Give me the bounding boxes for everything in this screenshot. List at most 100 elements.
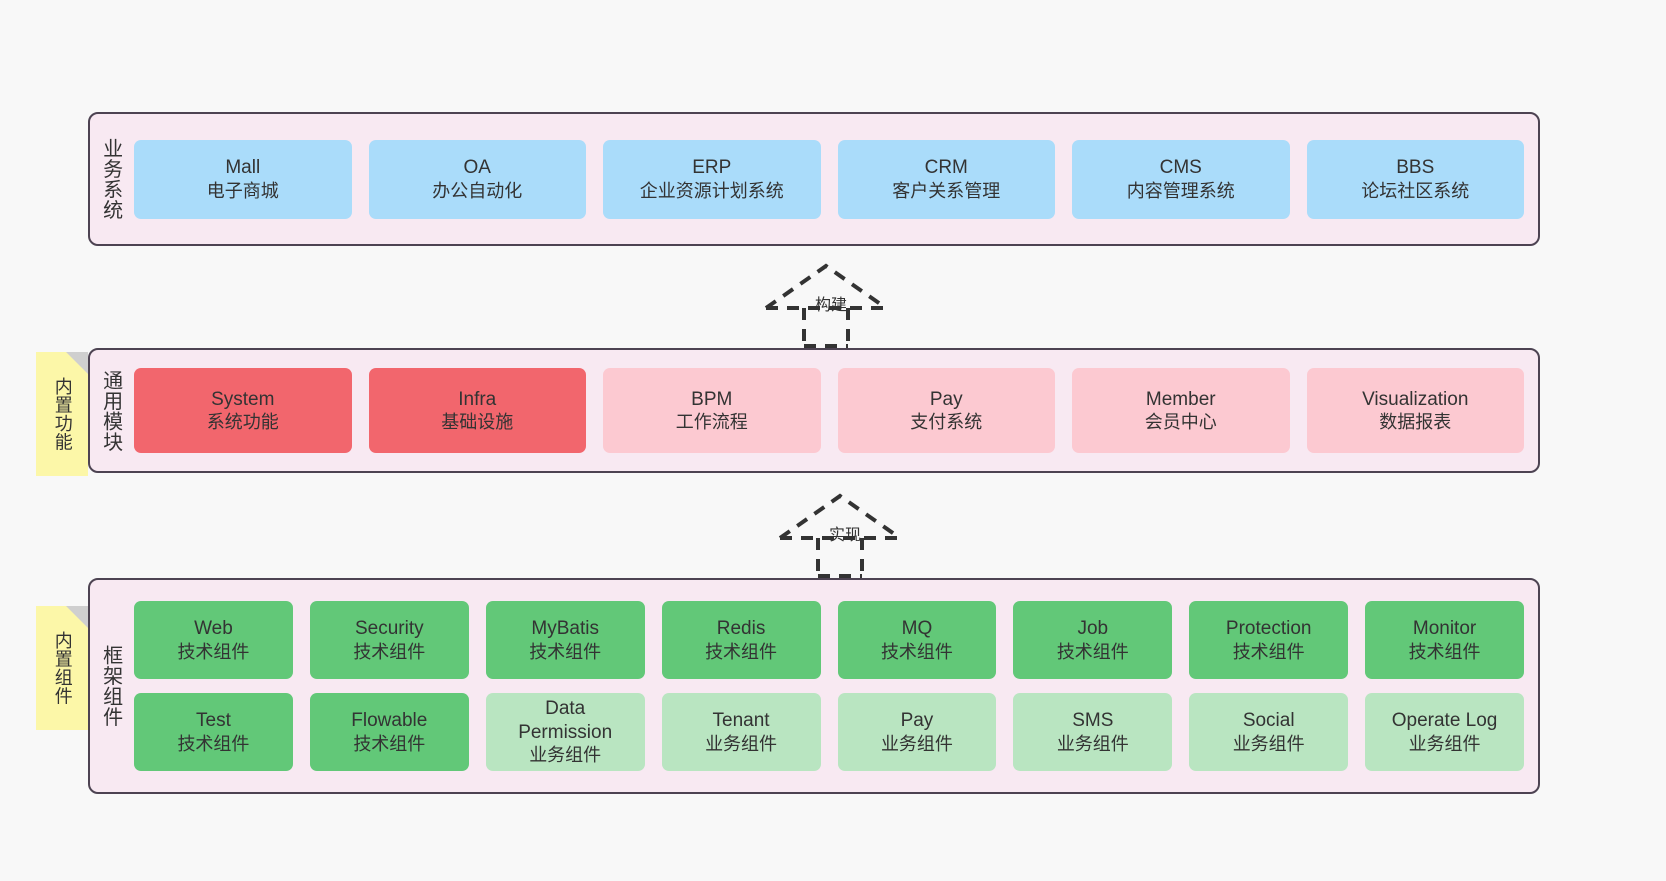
card-redis[interactable]: Redis 技术组件 [661, 601, 821, 679]
card-subtitle: 客户关系管理 [892, 180, 1001, 201]
layer-title-common-module: 通用模块 [99, 369, 122, 452]
card-title: Security [354, 618, 424, 640]
card-visualization[interactable]: Visualization 数据报表 [1306, 368, 1524, 453]
card-system[interactable]: System 系统功能 [134, 368, 352, 453]
card-title: Member [1145, 388, 1216, 410]
layer-body-common-module: System 系统功能 Infra 基础设施 BPM 工作流程 Pay 支付系统… [130, 350, 1538, 471]
card-subtitle: 技术组件 [1056, 641, 1129, 662]
card-title: Redis [716, 618, 766, 640]
card-subtitle: 技术组件 [1408, 641, 1481, 662]
card-row: Mall 电子商城 OA 办公自动化 ERP 企业资源计划系统 CRM 客户关系… [134, 139, 1524, 219]
card-subtitle: 业务组件 [880, 733, 953, 754]
card-crm[interactable]: CRM 客户关系管理 [837, 139, 1055, 219]
card-title: Mall [225, 157, 261, 179]
card-title: Data Permission [518, 698, 613, 743]
card-member[interactable]: Member 会员中心 [1072, 368, 1290, 453]
card-subtitle: 支付系统 [910, 412, 983, 433]
connector-label-build: 构建 [815, 297, 848, 314]
sticky-note-builtin-components: 内置组件 [36, 606, 88, 730]
card-subtitle: 内容管理系统 [1126, 180, 1235, 201]
card-title: BBS [1396, 157, 1435, 179]
card-operate-log[interactable]: Operate Log 业务组件 [1365, 693, 1524, 771]
card-pay-business[interactable]: Pay 业务组件 [837, 693, 997, 771]
card-subtitle: 论坛社区系统 [1361, 180, 1470, 201]
card-title: Visualization [1362, 388, 1469, 410]
card-social[interactable]: Social 业务组件 [1189, 693, 1349, 771]
card-protection[interactable]: Protection 技术组件 [1189, 601, 1349, 679]
card-subtitle: 业务组件 [1056, 733, 1129, 754]
card-title: MyBatis [531, 618, 599, 640]
card-subtitle: 企业资源计划系统 [639, 180, 784, 201]
page-fold-icon [66, 606, 88, 628]
card-subtitle: 技术组件 [705, 641, 778, 662]
card-title: CRM [924, 157, 968, 179]
card-mall[interactable]: Mall 电子商城 [134, 139, 352, 219]
card-subtitle: 数据报表 [1379, 412, 1452, 433]
card-bbs[interactable]: BBS 论坛社区系统 [1306, 139, 1524, 219]
card-subtitle: 系统功能 [206, 412, 279, 433]
card-web[interactable]: Web 技术组件 [134, 601, 293, 679]
card-mq[interactable]: MQ 技术组件 [837, 601, 997, 679]
card-title: Job [1077, 618, 1109, 640]
layer-framework-component[interactable]: 框架组件 Web 技术组件 Security 技术组件 MyBatis 技术组件… [88, 578, 1540, 794]
card-bpm[interactable]: BPM 工作流程 [603, 368, 821, 453]
layer-body-framework-component: Web 技术组件 Security 技术组件 MyBatis 技术组件 Redi… [130, 580, 1538, 792]
card-title: BPM [691, 388, 733, 410]
card-subtitle: 技术组件 [880, 641, 953, 662]
card-title: Social [1242, 710, 1295, 732]
card-title: ERP [692, 157, 732, 179]
card-oa[interactable]: OA 办公自动化 [368, 139, 586, 219]
card-subtitle: 基础设施 [441, 412, 514, 433]
card-row-technical: Web 技术组件 Security 技术组件 MyBatis 技术组件 Redi… [134, 601, 1524, 679]
card-subtitle: 业务组件 [1232, 733, 1305, 754]
layer-business-system[interactable]: 业务系统 Mall 电子商城 OA 办公自动化 ERP 企业资源计划系统 CRM… [88, 112, 1540, 246]
card-subtitle: 技术组件 [177, 733, 250, 754]
sticky-note-builtin-features: 内置功能 [36, 352, 88, 476]
card-subtitle: 技术组件 [353, 733, 426, 754]
card-test[interactable]: Test 技术组件 [134, 693, 293, 771]
card-subtitle: 技术组件 [529, 641, 602, 662]
card-title: Infra [458, 388, 497, 410]
card-title: Test [196, 710, 231, 732]
card-pay[interactable]: Pay 支付系统 [837, 368, 1055, 453]
card-title: SMS [1072, 710, 1114, 732]
connector-implement: 实现 [770, 488, 920, 578]
card-job[interactable]: Job 技术组件 [1013, 601, 1173, 679]
card-data-permission[interactable]: Data Permission 业务组件 [485, 693, 645, 771]
card-title: System [211, 388, 275, 410]
sticky-note-label: 内置组件 [52, 631, 73, 705]
connector-build: 构建 [756, 258, 906, 348]
card-subtitle: 业务组件 [529, 745, 602, 766]
card-subtitle: 会员中心 [1144, 412, 1217, 433]
card-subtitle: 技术组件 [353, 641, 426, 662]
card-title: Flowable [351, 710, 428, 732]
card-row: System 系统功能 Infra 基础设施 BPM 工作流程 Pay 支付系统… [134, 368, 1524, 453]
layer-body-business-system: Mall 电子商城 OA 办公自动化 ERP 企业资源计划系统 CRM 客户关系… [130, 114, 1538, 244]
card-subtitle: 技术组件 [1232, 641, 1305, 662]
card-sms[interactable]: SMS 业务组件 [1013, 693, 1173, 771]
page-fold-icon [66, 352, 88, 374]
card-flowable[interactable]: Flowable 技术组件 [309, 693, 469, 771]
card-cms[interactable]: CMS 内容管理系统 [1072, 139, 1290, 219]
card-subtitle: 电子商城 [206, 180, 279, 201]
card-infra[interactable]: Infra 基础设施 [368, 368, 586, 453]
card-security[interactable]: Security 技术组件 [309, 601, 469, 679]
card-subtitle: 技术组件 [177, 641, 250, 662]
card-title: MQ [901, 618, 933, 640]
card-erp[interactable]: ERP 企业资源计划系统 [603, 139, 821, 219]
card-title: OA [463, 157, 491, 179]
card-subtitle: 工作流程 [675, 412, 748, 433]
card-subtitle: 办公自动化 [432, 180, 523, 201]
layer-common-module[interactable]: 通用模块 System 系统功能 Infra 基础设施 BPM 工作流程 Pay… [88, 348, 1540, 473]
card-title: Protection [1225, 618, 1312, 640]
sticky-note-label: 内置功能 [52, 377, 73, 451]
card-title: Monitor [1412, 618, 1477, 640]
card-tenant[interactable]: Tenant 业务组件 [661, 693, 821, 771]
card-mybatis[interactable]: MyBatis 技术组件 [485, 601, 645, 679]
card-monitor[interactable]: Monitor 技术组件 [1365, 601, 1524, 679]
card-title: Web [194, 618, 233, 640]
layer-title-business-system: 业务系统 [99, 138, 122, 220]
card-subtitle: 业务组件 [705, 733, 778, 754]
card-title: CMS [1159, 157, 1202, 179]
